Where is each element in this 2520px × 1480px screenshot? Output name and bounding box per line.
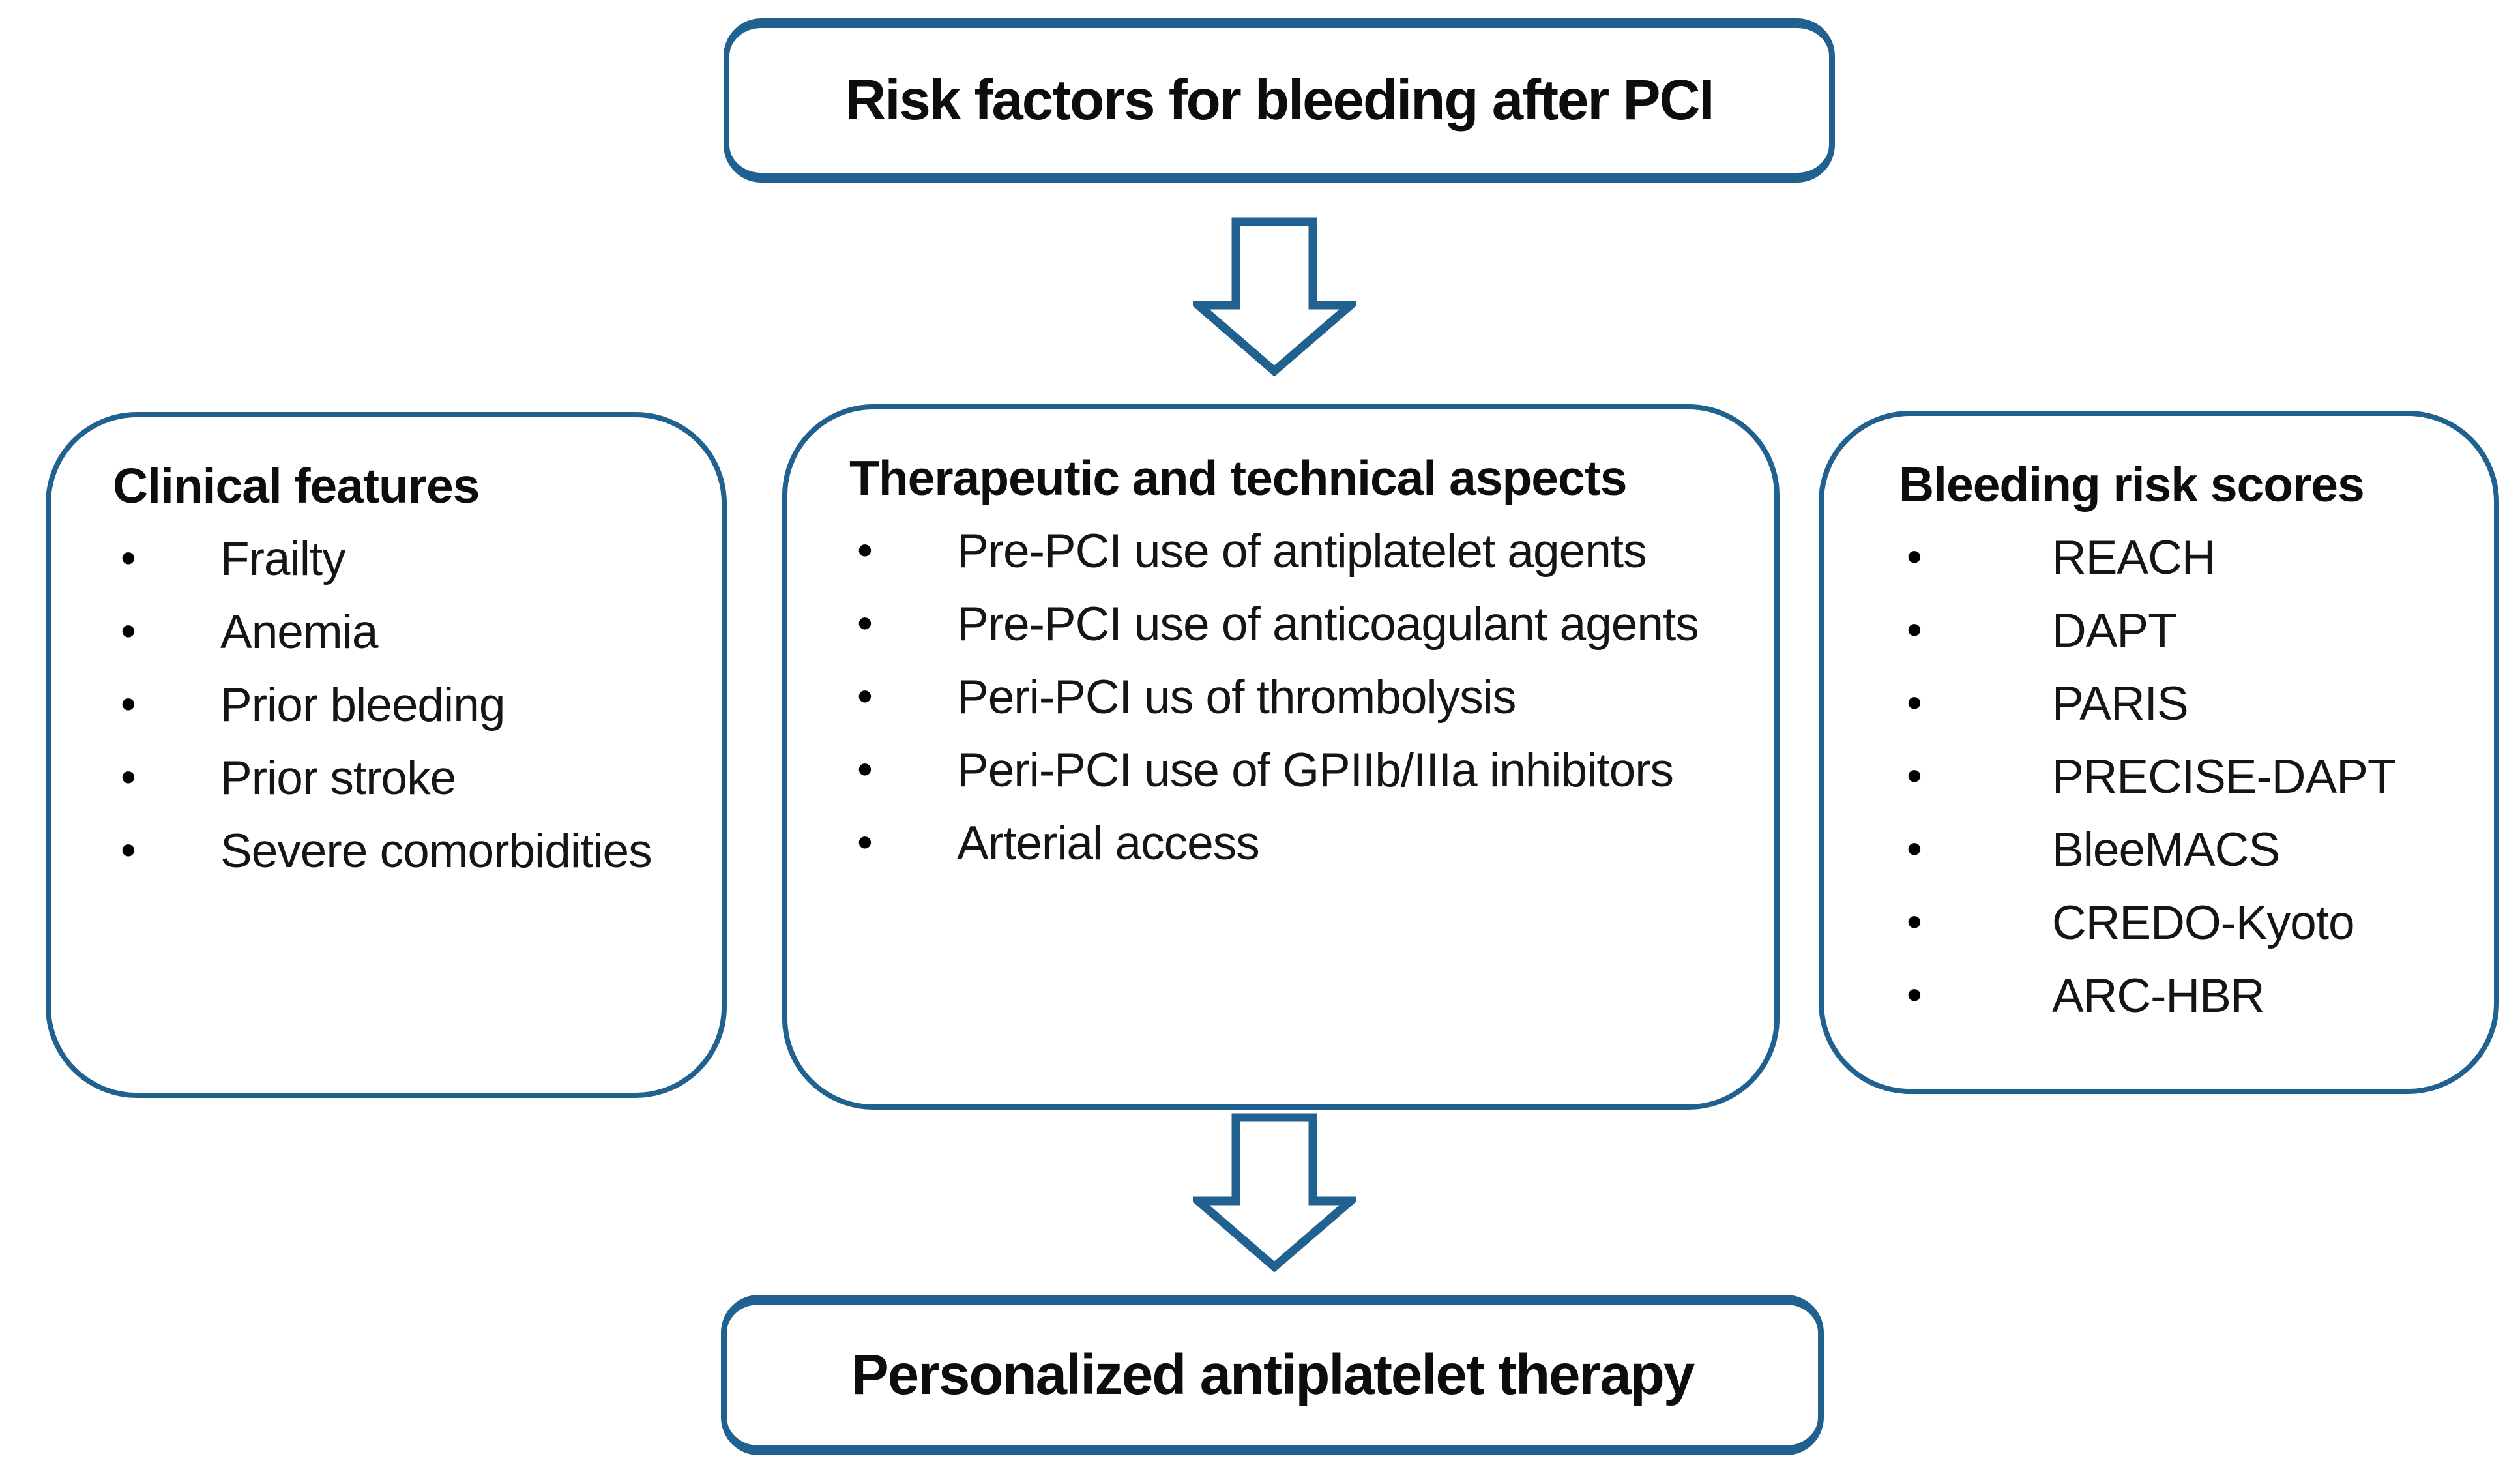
list-item: Peri-PCI use of GPIIb/IIIa inhibitors [849,733,1748,807]
therapeutic-aspects-list: Pre-PCI use of antiplatelet agents Pre-P… [849,514,1748,880]
list-item: ARC-HBR [1899,958,2468,1033]
list-item: Arterial access [849,806,1748,880]
list-item: CREDO-Kyoto [1899,885,2468,960]
clinical-features-list: Frailty Anemia Prior bleeding Prior stro… [113,522,696,888]
list-item: Pre-PCI use of antiplatelet agents [849,514,1748,588]
list-item: PRECISE-DAPT [1899,739,2468,814]
list-item: Prior stroke [113,741,696,815]
bleeding-risk-scores-box: Bleeding risk scores REACH DAPT PARIS PR… [1819,411,2499,1094]
list-item: REACH [1899,520,2468,595]
bleeding-risk-scores-heading: Bleeding risk scores [1899,457,2365,512]
personalized-therapy-title: Personalized antiplatelet therapy [851,1343,1695,1406]
list-item: Peri-PCI us of thrombolysis [849,660,1748,734]
list-item: Anemia [113,595,696,669]
clinical-features-box: Clinical features Frailty Anemia Prior b… [46,412,727,1098]
therapeutic-aspects-box: Therapeutic and technical aspects Pre-PC… [782,404,1780,1110]
list-item: Severe comorbidities [113,814,696,888]
list-item: Prior bleeding [113,668,696,742]
list-item: BleeMACS [1899,812,2468,887]
list-item: PARIS [1899,666,2468,741]
clinical-features-heading: Clinical features [113,458,480,513]
list-item: DAPT [1899,593,2468,668]
risk-factors-title: Risk factors for bleeding after PCI [845,68,1715,132]
down-arrow-icon [1193,1113,1356,1272]
bleeding-risk-scores-list: REACH DAPT PARIS PRECISE-DAPT BleeMACS C… [1899,520,2468,1033]
list-item: Frailty [113,522,696,596]
personalized-therapy-box: Personalized antiplatelet therapy [721,1295,1824,1455]
risk-factors-box: Risk factors for bleeding after PCI [724,18,1835,183]
therapeutic-aspects-heading: Therapeutic and technical aspects [849,451,1627,505]
down-arrow-icon [1193,217,1356,376]
list-item: Pre-PCI use of anticoagulant agents [849,587,1748,661]
